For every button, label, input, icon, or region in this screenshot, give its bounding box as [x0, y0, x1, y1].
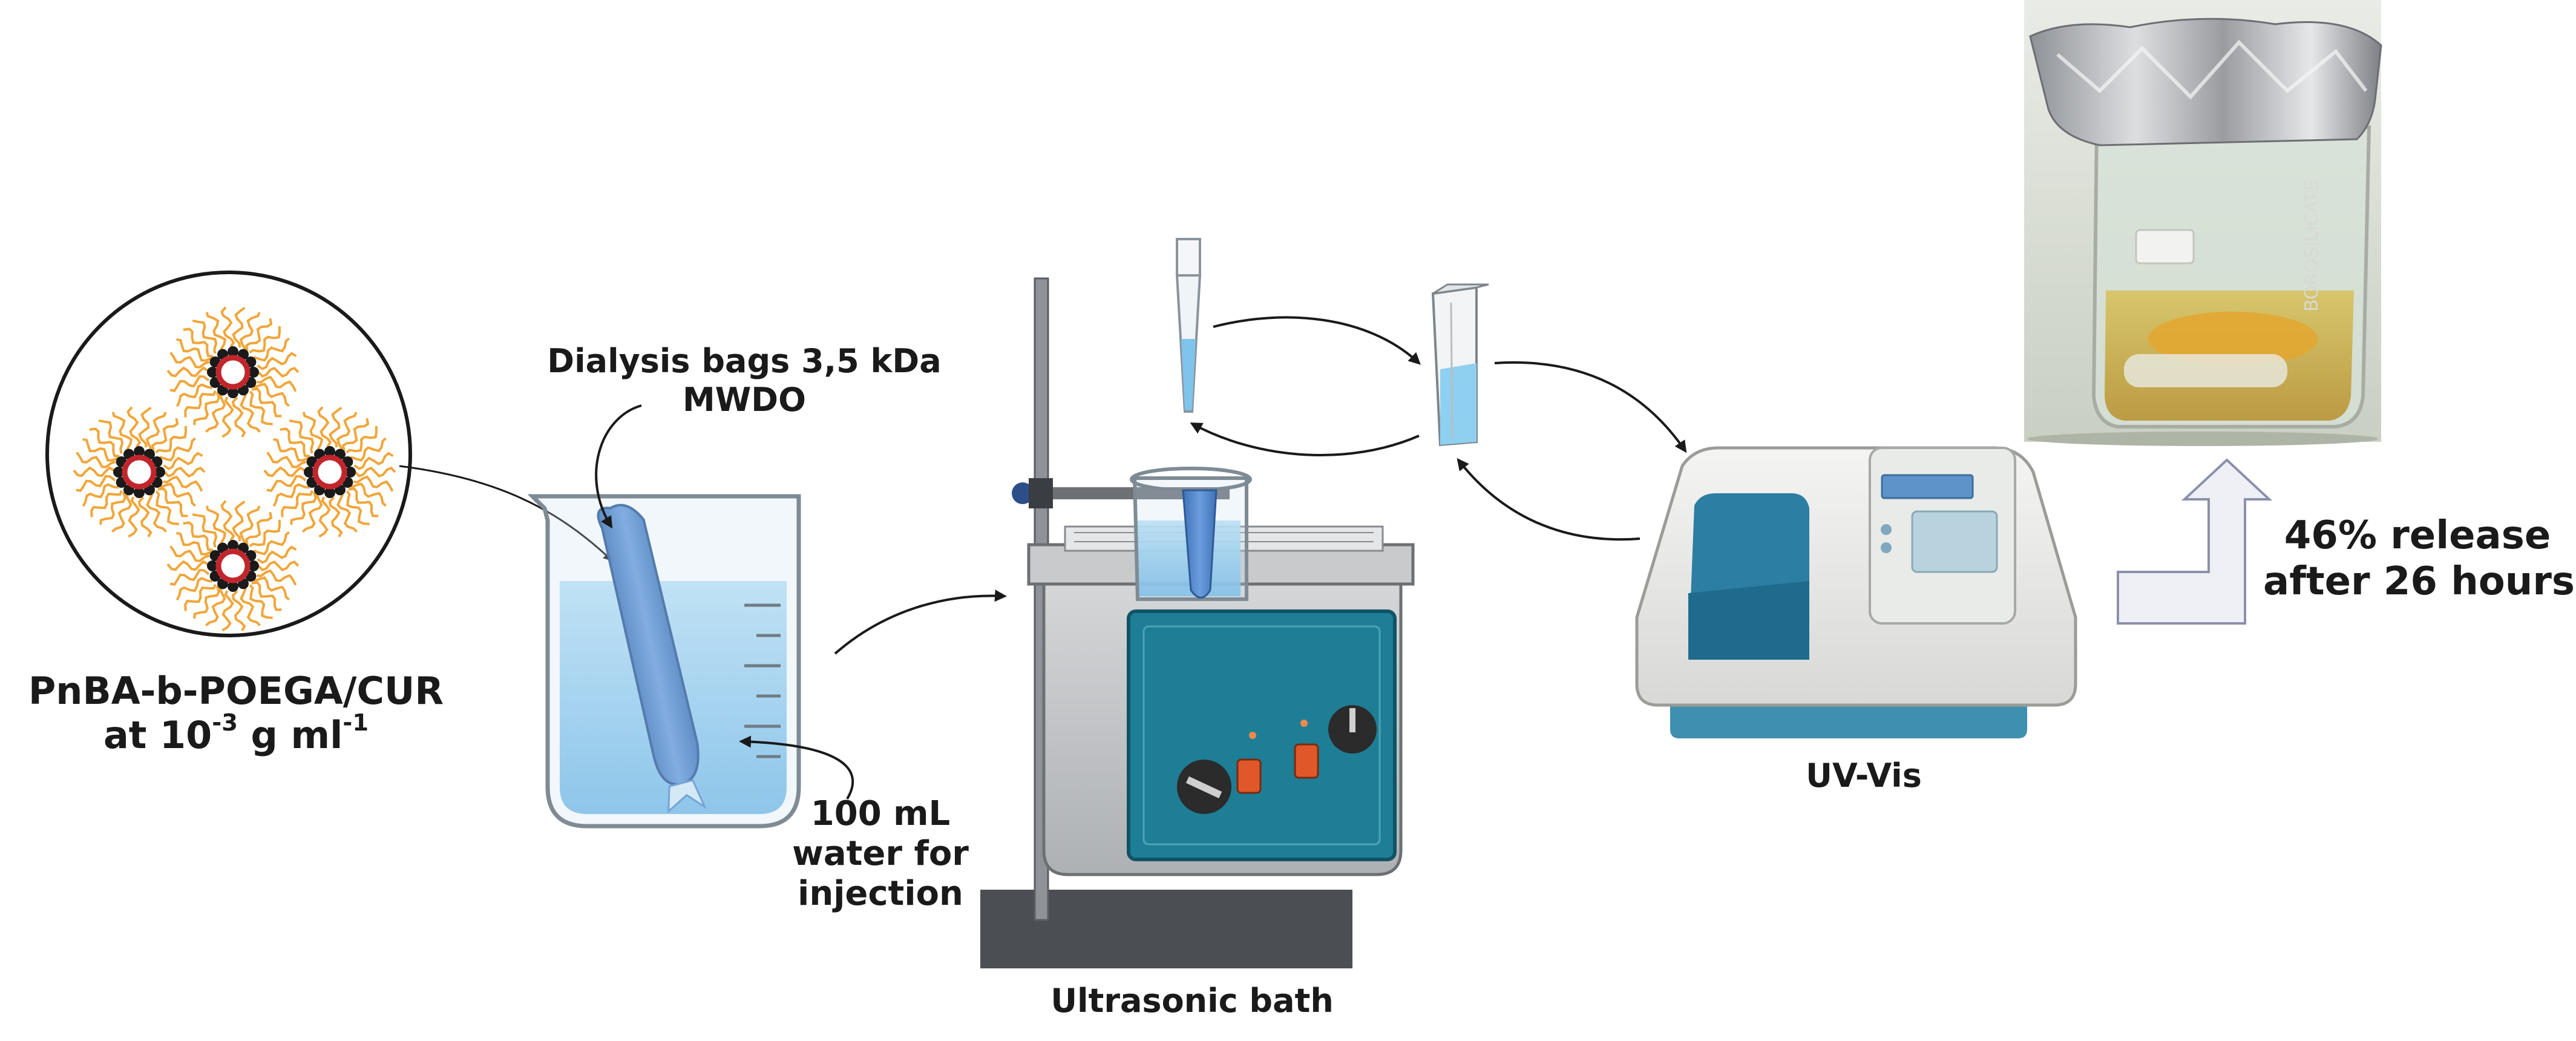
concentration-unit: g ml: [237, 713, 343, 758]
beaker-glass: [527, 494, 801, 829]
polymer-label-line1: PnBA-b-POEGA/CUR: [28, 669, 444, 713]
dialysis-beaker: [527, 494, 801, 829]
micelle-group: [73, 306, 396, 632]
concentration-exponent: -3: [212, 709, 238, 737]
ultrasonic-bath-label: Ultrasonic bath: [1050, 982, 1334, 1020]
micelle-circle: [45, 271, 412, 637]
release-label-line2: after 26 hours: [2263, 559, 2575, 604]
pipette: [1175, 238, 1202, 413]
uvvis-to-cuvette-arrow: [1457, 458, 1640, 541]
water-label-line3: injection: [798, 874, 963, 914]
water-label-line2: water for: [792, 834, 969, 874]
dialysis-bag-label: Dialysis bags 3,5 kDa MWDO: [533, 342, 956, 419]
cuvette: [1431, 283, 1489, 447]
pipette-to-cuvette-arrow: [1213, 316, 1421, 365]
ultrasonic-bath: [980, 277, 1415, 968]
polymer-label: PnBA-b-POEGA/CUR at 10-3 g ml-1: [12, 669, 460, 757]
unit-exponent: -1: [342, 709, 369, 737]
release-label-line1: 46% release: [2284, 513, 2551, 558]
dialysis-label-line1: Dialysis bags 3,5 kDa: [547, 342, 942, 380]
water-label: 100 mL water for injection: [784, 794, 977, 914]
dialysis-label-arrow: [595, 404, 642, 529]
circle-to-bag-line: [399, 465, 613, 562]
micelle: [166, 500, 300, 632]
cuvette-to-uvvis-arrow: [1494, 361, 1687, 453]
water-label-line1: 100 mL: [810, 794, 951, 833]
beaker-print: BOROSILICATE: [2301, 180, 2322, 312]
uvvis-spectrophotometer: [1635, 446, 2077, 738]
release-label: 46% release after 26 hours: [2263, 513, 2575, 605]
micelle-illustration: [45, 271, 412, 637]
micelle: [263, 406, 396, 538]
polymer-label-line2: at 10-3 g ml-1: [12, 712, 460, 758]
dialysis-bag: [597, 504, 707, 814]
cuvette-to-pipette-arrow: [1190, 422, 1420, 457]
beaker-to-bath-arrow: [834, 589, 1007, 655]
micelle: [166, 306, 300, 438]
release-arrow: [2117, 458, 2273, 625]
concentration-base: at 10: [103, 713, 212, 758]
uvvis-label: UV-Vis: [1806, 757, 1922, 795]
dialysis-label-line2: MWDO: [682, 380, 807, 419]
micelle: [73, 406, 206, 538]
release-beaker-photo: BOROSILICATE: [2024, 0, 2382, 446]
water-label-arrow: [739, 735, 854, 800]
